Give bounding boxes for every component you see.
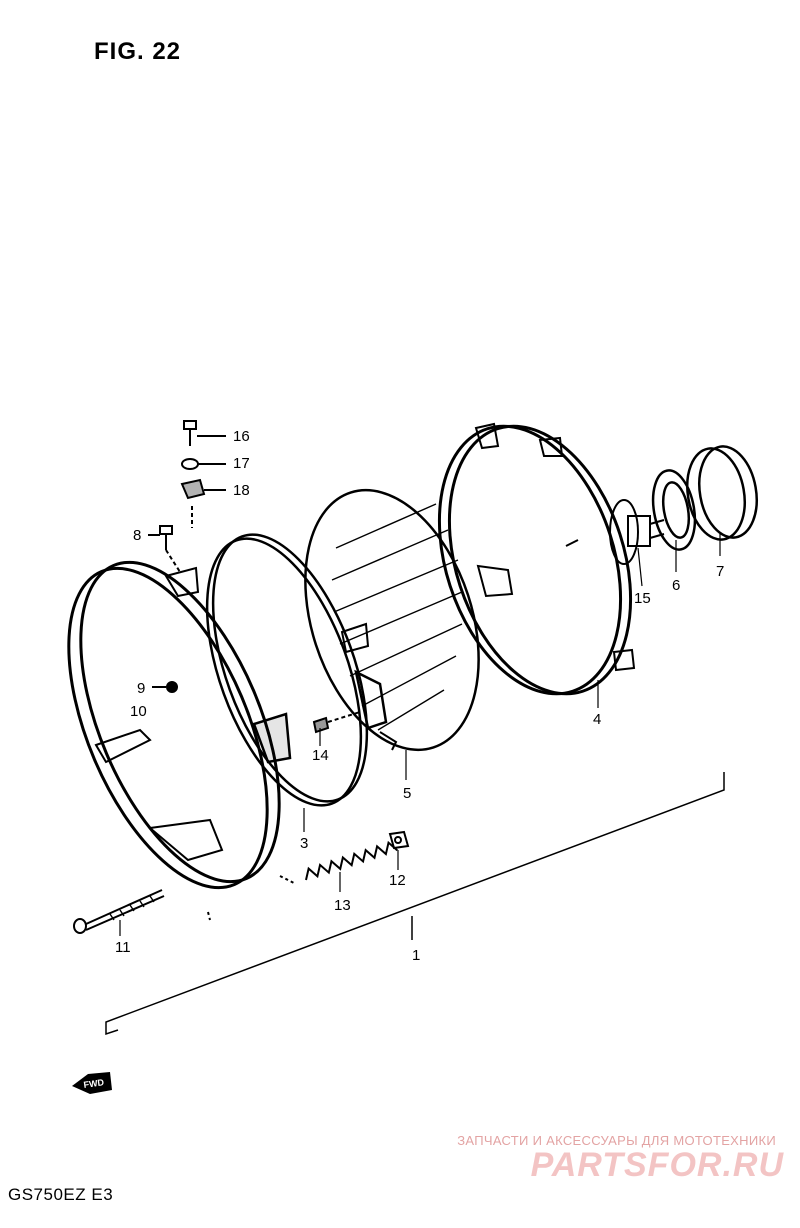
- headlight-rim: [67, 560, 281, 890]
- part-label-3: 3: [300, 835, 308, 852]
- part-labels: 1 3 4 5 6 7 8 9 10 11 12 13 14 15 16 17 …: [115, 428, 724, 964]
- part-label-14: 14: [312, 747, 329, 764]
- part-label-8: 8: [133, 527, 141, 544]
- part-label-15: 15: [634, 590, 651, 607]
- part-label-11: 11: [115, 939, 131, 956]
- mounting-hardware: [148, 420, 226, 573]
- sealed-beam-unit: [304, 488, 514, 752]
- bulb-holder: [651, 469, 697, 551]
- part-label-16: 16: [233, 428, 250, 445]
- part-label-18: 18: [233, 482, 250, 499]
- part-label-9: 9: [137, 680, 145, 697]
- adjusting-screw: [73, 889, 211, 934]
- watermark-tagline: ЗАПЧАСТИ И АКСЕССУАРЫ ДЛЯ МОТОТЕХНИКИ: [457, 1133, 776, 1148]
- part-label-10: 10: [130, 703, 147, 720]
- part-label-13: 13: [334, 897, 351, 914]
- dust-cover: [686, 445, 758, 541]
- headlight-housing: [437, 422, 636, 696]
- assembly-bracket: [105, 772, 725, 1036]
- part-label-7: 7: [716, 563, 724, 580]
- adjusting-spring: [279, 840, 398, 885]
- part-label-12: 12: [389, 872, 406, 889]
- part-label-4: 4: [593, 711, 601, 728]
- fwd-arrow-icon: FWD: [72, 1072, 112, 1094]
- part-label-6: 6: [672, 577, 680, 594]
- part-label-5: 5: [403, 785, 411, 802]
- clamp-ring: [205, 533, 388, 807]
- watermark-logo: PARTSFOR.RU: [530, 1146, 784, 1184]
- figure-title: FIG. 22: [94, 38, 182, 65]
- model-code: GS750EZ E3: [8, 1185, 114, 1204]
- part-label-17: 17: [233, 455, 250, 472]
- leader-lines: [119, 534, 721, 936]
- small-fasteners: [152, 681, 410, 850]
- fwd-label: FWD: [83, 1077, 105, 1090]
- part-label-1: 1: [412, 947, 420, 964]
